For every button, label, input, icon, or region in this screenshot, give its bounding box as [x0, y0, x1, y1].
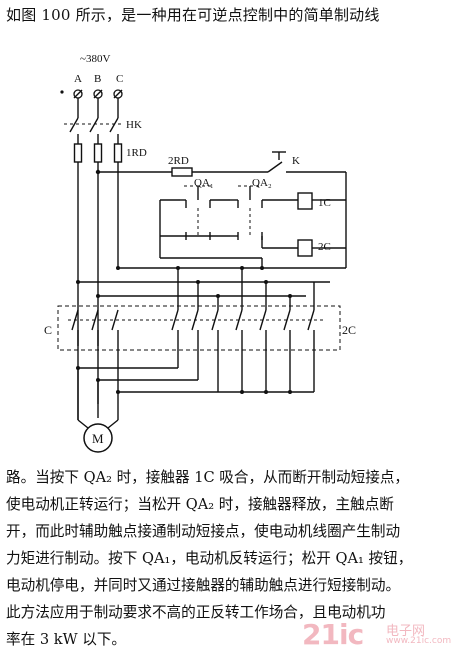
coil-2c-label: 2C [318, 241, 331, 253]
body-line: 电动机停电，并同时又通过接触器的辅助触点进行短接制动。 [6, 577, 401, 594]
phase-b-label: B [94, 73, 101, 85]
hk-switch [64, 117, 124, 144]
terminal-c [113, 89, 123, 99]
coil-1c-label: 1C [318, 197, 331, 209]
watermark-logo: 21ic [302, 618, 364, 651]
switch-k [267, 151, 346, 173]
coil-1c [297, 192, 313, 210]
contactor-contacts [68, 309, 324, 346]
button-qa1-label: QA₁ [194, 177, 214, 189]
circuit-diagram: ~380V A B C HK [44, 53, 356, 453]
body-line: 此方法应用于制动要求不高的正反转工作场合，且电动机功 [6, 604, 386, 621]
fuse-2rd-label: 2RD [168, 155, 189, 167]
phase-c-label: C [116, 73, 123, 85]
button-qa2-label: QA₂ [252, 177, 272, 189]
body-line: 使电动机正转运行；当松开 QA₂ 时，接触器释放，主触点断 [6, 496, 394, 513]
watermark-name: 电子网 [386, 624, 426, 639]
heading-line: 如图 100 所示，是一种用在可逆点控制中的简单制动线 [6, 6, 380, 24]
terminal-a [73, 89, 83, 99]
contactor-left-label: C [44, 323, 52, 337]
contactor-right-label: 2C [342, 323, 356, 337]
watermark: 21ic 电子网 www.21ic.com [302, 618, 452, 652]
coil-2c [297, 239, 313, 257]
contactor-box [57, 305, 341, 351]
fuse-1rd-label: 1RD [126, 147, 147, 159]
switch-k-label: K [292, 155, 300, 167]
motor-symbol [83, 423, 113, 453]
phase-a-label: A [74, 73, 82, 85]
watermark-url: www.21ic.com [386, 636, 452, 646]
voltage-label: ~380V [80, 53, 110, 65]
body-line: 路。当按下 QA₂ 时，接触器 1C 吸合，从而断开制动短接点， [6, 469, 410, 486]
body-line: 开，而此时辅助触点接通制动短接点，使电动机线圈产生制动 [6, 523, 401, 540]
body-line: 率在 3 kW 以下。 [6, 631, 127, 648]
terminal-b [93, 89, 103, 99]
motor-label: M [92, 431, 104, 446]
body-paragraph: 路。当按下 QA₂ 时，接触器 1C 吸合，从而断开制动短接点， 使电动机正转运… [6, 464, 448, 653]
hk-label: HK [126, 119, 142, 131]
body-line: 力矩进行制动。按下 QA₁，电动机反转运行；松开 QA₁ 按钮， [6, 550, 413, 567]
fuse-1rd [73, 143, 123, 163]
button-qa1 [160, 185, 230, 240]
button-qa2 [230, 185, 298, 249]
